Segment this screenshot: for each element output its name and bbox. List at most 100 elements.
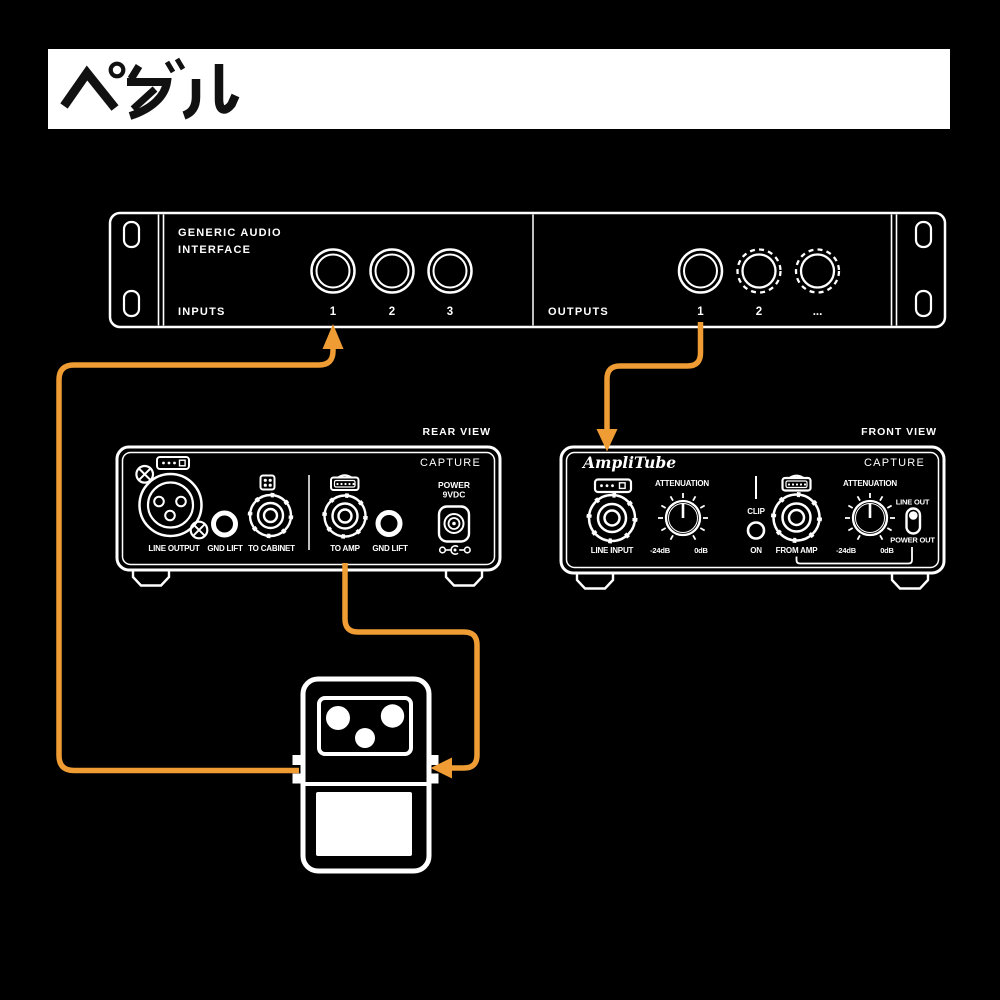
gnd-lift-right-label: GND LIFT [372, 544, 408, 553]
arrow-down-into-capture-icon [596, 429, 618, 452]
interface-name-line1: GENERIC AUDIO [178, 227, 282, 239]
pedal-right-jack-tab [430, 773, 439, 784]
device-foot [131, 570, 171, 587]
interface-name-line2: INTERFACE [178, 244, 251, 256]
amp-head-icon [781, 474, 812, 492]
kana-pe-stroke [60, 65, 119, 111]
output-jack-2-icon [736, 248, 782, 294]
arrow-left-into-pedal-icon [430, 757, 452, 779]
kana-da-stroke3 [130, 86, 158, 112]
on-label: ON [750, 546, 762, 555]
output-jack-1-icon [677, 248, 724, 294]
output-2-label: 2 [756, 306, 762, 318]
xlr-connector-icon [138, 472, 203, 538]
device-foot [575, 573, 615, 590]
output-jack-2-inner [741, 253, 777, 289]
title-bar: ペダル [48, 49, 950, 129]
input-jack-3-icon [427, 248, 473, 294]
output-jack-more-inner [799, 253, 836, 289]
rack-screw-slot [122, 289, 141, 318]
output-jack-1-inner [683, 253, 718, 289]
device-foot [890, 573, 930, 590]
input-jack-2-inner [374, 253, 410, 289]
audio-interface-unit: GENERIC AUDIO INTERFACE INPUTS OUTPUTS 1… [108, 211, 947, 329]
pedal-control-panel [317, 696, 413, 756]
title-glyphs [60, 57, 240, 120]
rear-device-inner-edge [121, 451, 496, 566]
output-more-label: ... [813, 306, 823, 318]
input-jack-3-inner [432, 253, 468, 289]
pedal-knob-icon [326, 706, 350, 730]
power-label-line1: POWER [438, 480, 470, 490]
capture-front-device: FRONT VIEW AmpliTube CAPTURE LINE INPUT … [559, 426, 946, 590]
pedal-knob-icon [355, 728, 375, 748]
line-input-label: LINE INPUT [591, 546, 634, 555]
input-jack-2-icon [369, 248, 415, 294]
title-bar-background [48, 49, 950, 129]
power-label-line2: 9VDC [443, 490, 466, 500]
effects-pedal [292, 676, 439, 874]
front-device-inner-edge [565, 451, 940, 569]
att-right-min-label: -24dB [836, 546, 857, 555]
device-foot [444, 570, 484, 587]
outputs-label: OUTPUTS [548, 306, 609, 318]
kana-da-stroke1 [127, 64, 143, 81]
pedal-right-jack-tab [430, 755, 439, 765]
from-amp-label: FROM AMP [776, 546, 819, 555]
input-1-label: 1 [330, 306, 337, 318]
speaker-cab-icon [259, 474, 276, 491]
cable-toamp-to-pedal [342, 563, 480, 771]
input-jack-1-icon [310, 248, 356, 294]
pedal-footswitch [316, 792, 412, 856]
pedal-knob-icon [380, 704, 405, 728]
clip-label: CLIP [747, 507, 765, 516]
output-mode-toggle-icon [905, 507, 922, 535]
cable-plug-icon [593, 478, 633, 494]
rack-screw-slot [914, 220, 933, 249]
gnd-lift-left-label: GND LIFT [207, 544, 243, 553]
line-output-label: LINE OUTPUT [148, 544, 199, 553]
output-jacks [677, 248, 841, 294]
kana-pe-handakuten [108, 61, 126, 79]
front-device-body [559, 445, 946, 575]
att-left-max-label: 0dB [694, 546, 708, 555]
inputs-label: INPUTS [178, 306, 226, 318]
attenuation-right-label: ATTENUATION [843, 479, 897, 488]
kana-ru-stroke2 [214, 64, 240, 114]
arrow-up-into-input1-icon [322, 324, 344, 349]
rack-screw-slot [914, 289, 933, 318]
to-amp-label: TO AMP [330, 544, 360, 553]
att-left-min-label: -24dB [650, 546, 671, 555]
input-jack-1-inner [315, 253, 351, 289]
pedal-left-jack-tab [292, 773, 301, 784]
kana-da-dakuten [164, 57, 186, 74]
pedal-left-jack-tab [292, 755, 301, 765]
rear-view-label: REAR VIEW [422, 426, 491, 438]
output-jack-more-icon [794, 248, 841, 294]
cable-output1-to-capture [604, 322, 704, 430]
rack-body [108, 211, 947, 329]
input-2-label: 2 [389, 306, 395, 318]
output-1-label: 1 [697, 306, 704, 318]
clip-led-icon [746, 521, 766, 540]
input-3-label: 3 [447, 306, 453, 318]
cables [56, 322, 704, 779]
att-right-max-label: 0dB [880, 546, 894, 555]
dc-power-jack-icon [437, 505, 471, 543]
front-view-label: FRONT VIEW [861, 426, 937, 438]
cable-pedal-to-input1 [56, 348, 336, 774]
polarity-center-negative-icon [438, 545, 471, 555]
input-jacks [310, 248, 473, 294]
amplitube-logo: AmpliTube [581, 453, 676, 472]
cable-plug-icon [156, 456, 190, 470]
power-out-label: POWER OUT [890, 536, 935, 545]
rack-screw-slot [122, 220, 141, 249]
attenuation-left-label: ATTENUATION [655, 479, 709, 488]
capture-rear-device: REAR VIEW CAPTURE LINE OUTPUT GND LIFT [115, 426, 502, 587]
kana-ru-stroke1 [182, 79, 201, 120]
rear-capture-model: CAPTURE [420, 457, 481, 469]
to-cabinet-label: TO CABINET [248, 544, 295, 553]
from-amp-to-power-out-bracket [795, 547, 913, 565]
kana-da-stroke2 [127, 78, 172, 120]
